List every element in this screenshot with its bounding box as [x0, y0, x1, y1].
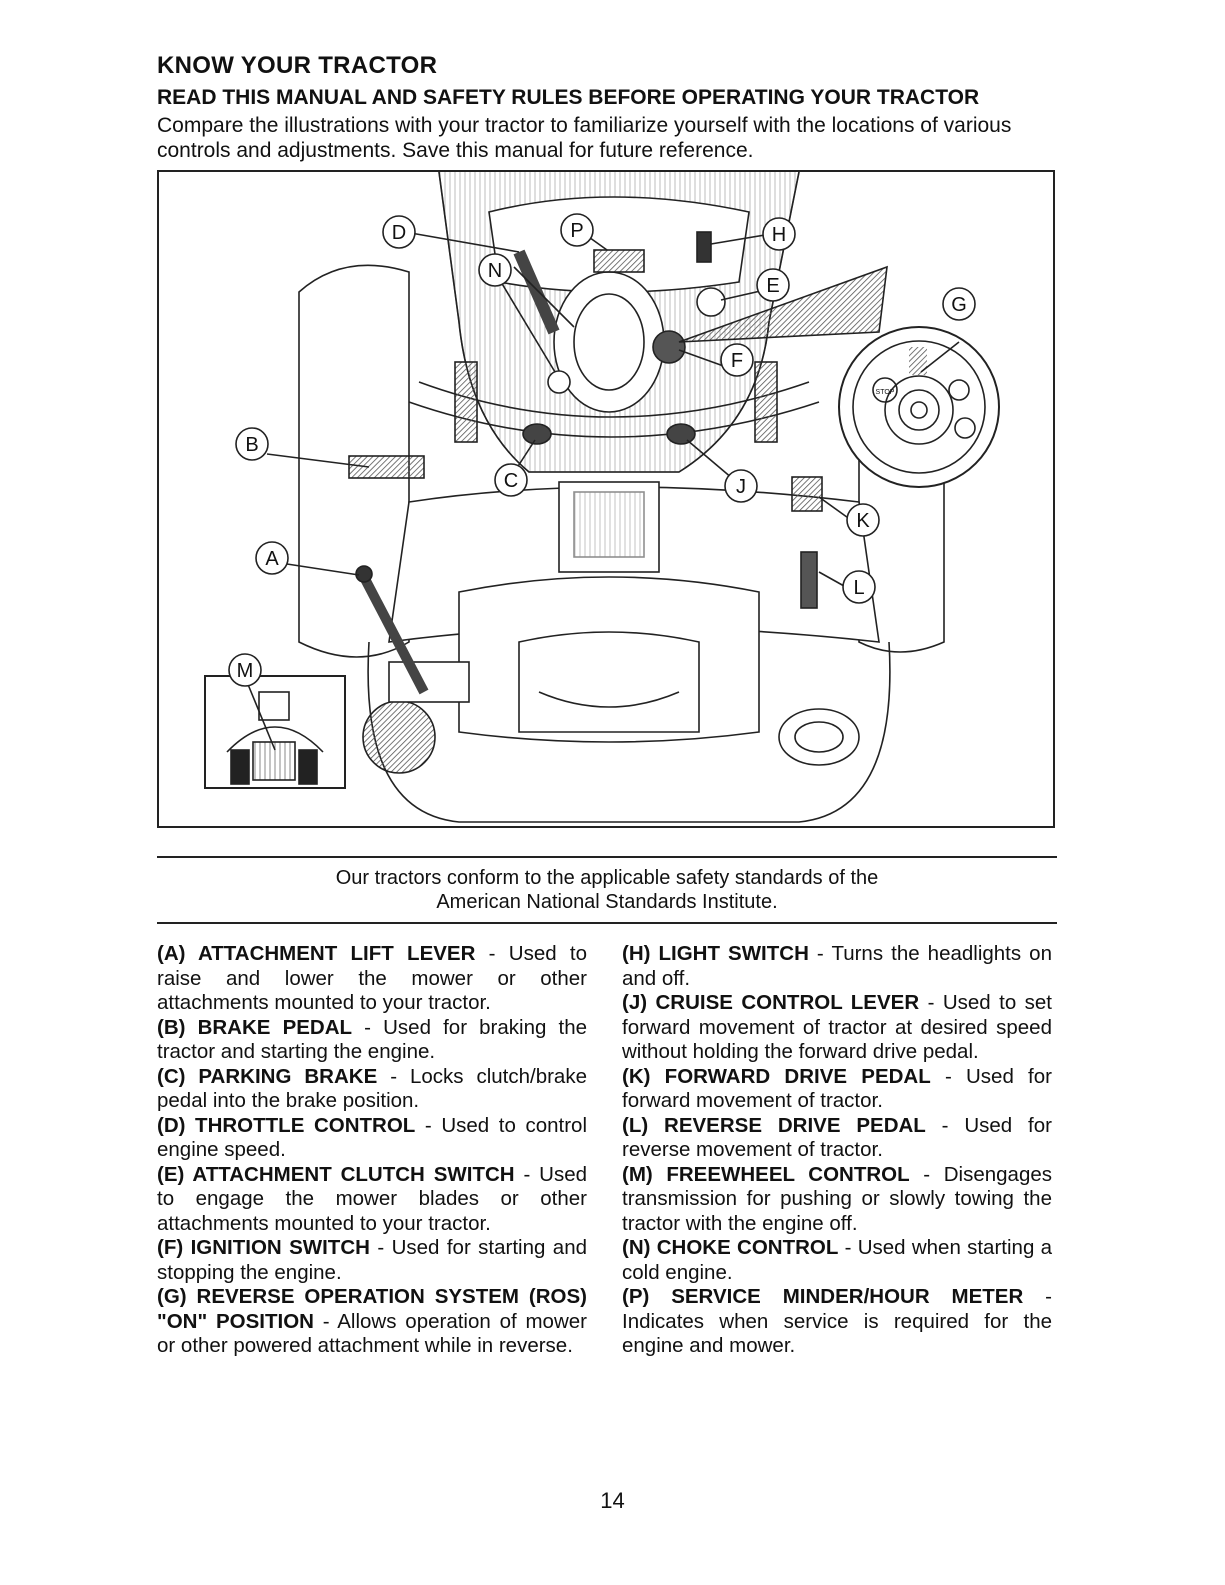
item-label: (J) CRUISE CONTROL LEVER: [622, 991, 920, 1014]
item-label: (P) SERVICE MINDER/HOUR METER: [622, 1285, 1024, 1308]
list-item: (M) FREEWHEEL CONTROL - Disengages trans…: [622, 1163, 1052, 1237]
svg-text:E: E: [766, 275, 779, 297]
callout-l: L: [842, 570, 876, 604]
callout-p: P: [560, 213, 594, 247]
item-text: - Used for forward movement of tractor.: [622, 1064, 1052, 1113]
tractor-controls-illustration: D P H E G N F B C J K A L M STOP: [157, 170, 1055, 828]
safety-heading: READ THIS MANUAL AND SAFETY RULES BEFORE…: [157, 86, 980, 109]
callout-j: J: [724, 469, 758, 503]
item-label: (M) FREEWHEEL CONTROL: [622, 1162, 910, 1186]
page-title: KNOW YOUR TRACTOR: [157, 52, 438, 79]
item-text: - Turns the headlights on and off.: [622, 942, 1052, 990]
item-text: - Used to raise and lower the mower or o…: [157, 942, 587, 1014]
conformance-line-1: Our tractors conform to the applicable s…: [335, 867, 879, 889]
list-item: (P) SERVICE MINDER/HOUR METER - Indicate…: [622, 1285, 1052, 1359]
controls-list-right: (H) LIGHT SWITCH - Turns the headlights …: [622, 942, 1052, 1359]
list-item: (H) LIGHT SWITCH - Turns the headlights …: [622, 942, 1052, 991]
callout-k: K: [846, 503, 880, 537]
svg-text:F: F: [731, 350, 743, 372]
list-item: (N) CHOKE CONTROL - Used when starting a…: [622, 1236, 1052, 1285]
list-item: (C) PARKING BRAKE - Locks clutch/brake p…: [157, 1065, 587, 1114]
svg-text:B: B: [245, 434, 258, 456]
item-text: - Indicates when service is required for…: [622, 1285, 1052, 1357]
conformance-note: Our tractors conform to the applicable s…: [157, 866, 1057, 914]
item-label: (H) LIGHT SWITCH: [622, 942, 809, 965]
item-label: (A) ATTACHMENT LIFT LEVER: [157, 942, 476, 965]
item-label: (E) ATTACHMENT CLUTCH SWITCH: [157, 1162, 515, 1186]
svg-text:J: J: [736, 476, 746, 498]
list-item: (B) BRAKE PEDAL - Used for braking the t…: [157, 1016, 587, 1065]
list-item: (F) IGNITION SWITCH - Used for starting …: [157, 1236, 587, 1285]
svg-text:D: D: [392, 222, 406, 244]
svg-text:H: H: [772, 224, 786, 246]
callout-d: D: [382, 215, 416, 249]
tractor-drawing: D P H E G N F B C J K A L M STOP: [204, 172, 1000, 823]
svg-text:A: A: [265, 548, 279, 570]
callout-b: B: [235, 427, 269, 461]
item-label: (C) PARKING BRAKE: [157, 1064, 378, 1088]
item-text: - Used for reverse movement of tractor.: [622, 1113, 1052, 1162]
item-label: (D) THROTTLE CONTROL: [157, 1113, 416, 1137]
item-text: - Used when starting a cold engine.: [622, 1236, 1053, 1284]
ignition-stop-label: STOP: [876, 389, 895, 396]
item-label: (F) IGNITION SWITCH: [157, 1236, 370, 1259]
svg-text:P: P: [570, 220, 583, 242]
list-item: (D) THROTTLE CONTROL - Used to control e…: [157, 1114, 587, 1163]
item-label: (G) REVERSE OPERATION SYSTEM (ROS) "ON" …: [157, 1285, 587, 1333]
list-item: (G) REVERSE OPERATION SYSTEM (ROS) "ON" …: [157, 1285, 587, 1359]
callout-e: E: [756, 268, 790, 302]
list-item: (L) REVERSE DRIVE PEDAL - Used for rever…: [622, 1114, 1052, 1163]
item-text: - Used for starting and stopping the eng…: [157, 1236, 588, 1284]
callout-f: F: [720, 343, 754, 377]
item-text: - Used to control engine speed.: [157, 1113, 587, 1162]
divider-top: [157, 856, 1057, 858]
svg-text:C: C: [504, 470, 518, 492]
list-item: (J) CRUISE CONTROL LEVER - Used to set f…: [622, 991, 1052, 1065]
item-text: - Allows operation of mower or other pow…: [157, 1309, 587, 1358]
callout-h: H: [762, 217, 796, 251]
callout-n: N: [478, 253, 512, 287]
item-label: (K) FORWARD DRIVE PEDAL: [622, 1064, 931, 1088]
item-label: (L) REVERSE DRIVE PEDAL: [622, 1113, 926, 1137]
item-text: - Used to set forward movement of tracto…: [622, 991, 1052, 1063]
svg-text:L: L: [853, 577, 864, 599]
item-text: - Used for braking the tractor and start…: [157, 1015, 587, 1064]
page-number: 14: [600, 1488, 625, 1513]
list-item: (K) FORWARD DRIVE PEDAL - Used for forwa…: [622, 1065, 1052, 1114]
svg-text:K: K: [856, 510, 870, 532]
item-text: - Locks clutch/brake pedal into the brak…: [157, 1064, 587, 1113]
svg-text:M: M: [237, 660, 254, 682]
conformance-line-2: American National Standards Institute.: [436, 891, 778, 913]
list-item: (A) ATTACHMENT LIFT LEVER - Used to rais…: [157, 942, 587, 1016]
item-text: - Disengages transmission for pushing or…: [622, 1162, 1052, 1235]
callout-m: M: [228, 653, 262, 687]
callout-a: A: [255, 541, 289, 575]
divider-bottom: [157, 922, 1057, 924]
svg-text:N: N: [488, 260, 502, 282]
item-label: (B) BRAKE PEDAL: [157, 1015, 353, 1039]
controls-list-left: (A) ATTACHMENT LIFT LEVER - Used to rais…: [157, 942, 587, 1359]
svg-text:G: G: [951, 294, 967, 316]
list-item: (E) ATTACHMENT CLUTCH SWITCH - Used to e…: [157, 1163, 587, 1237]
callout-g: G: [942, 287, 976, 321]
callout-c: C: [494, 463, 528, 497]
item-text: - Used to engage the mower blades or oth…: [157, 1162, 587, 1235]
intro-paragraph: Compare the illustrations with your trac…: [157, 114, 1012, 162]
item-label: (N) CHOKE CONTROL: [622, 1236, 839, 1259]
